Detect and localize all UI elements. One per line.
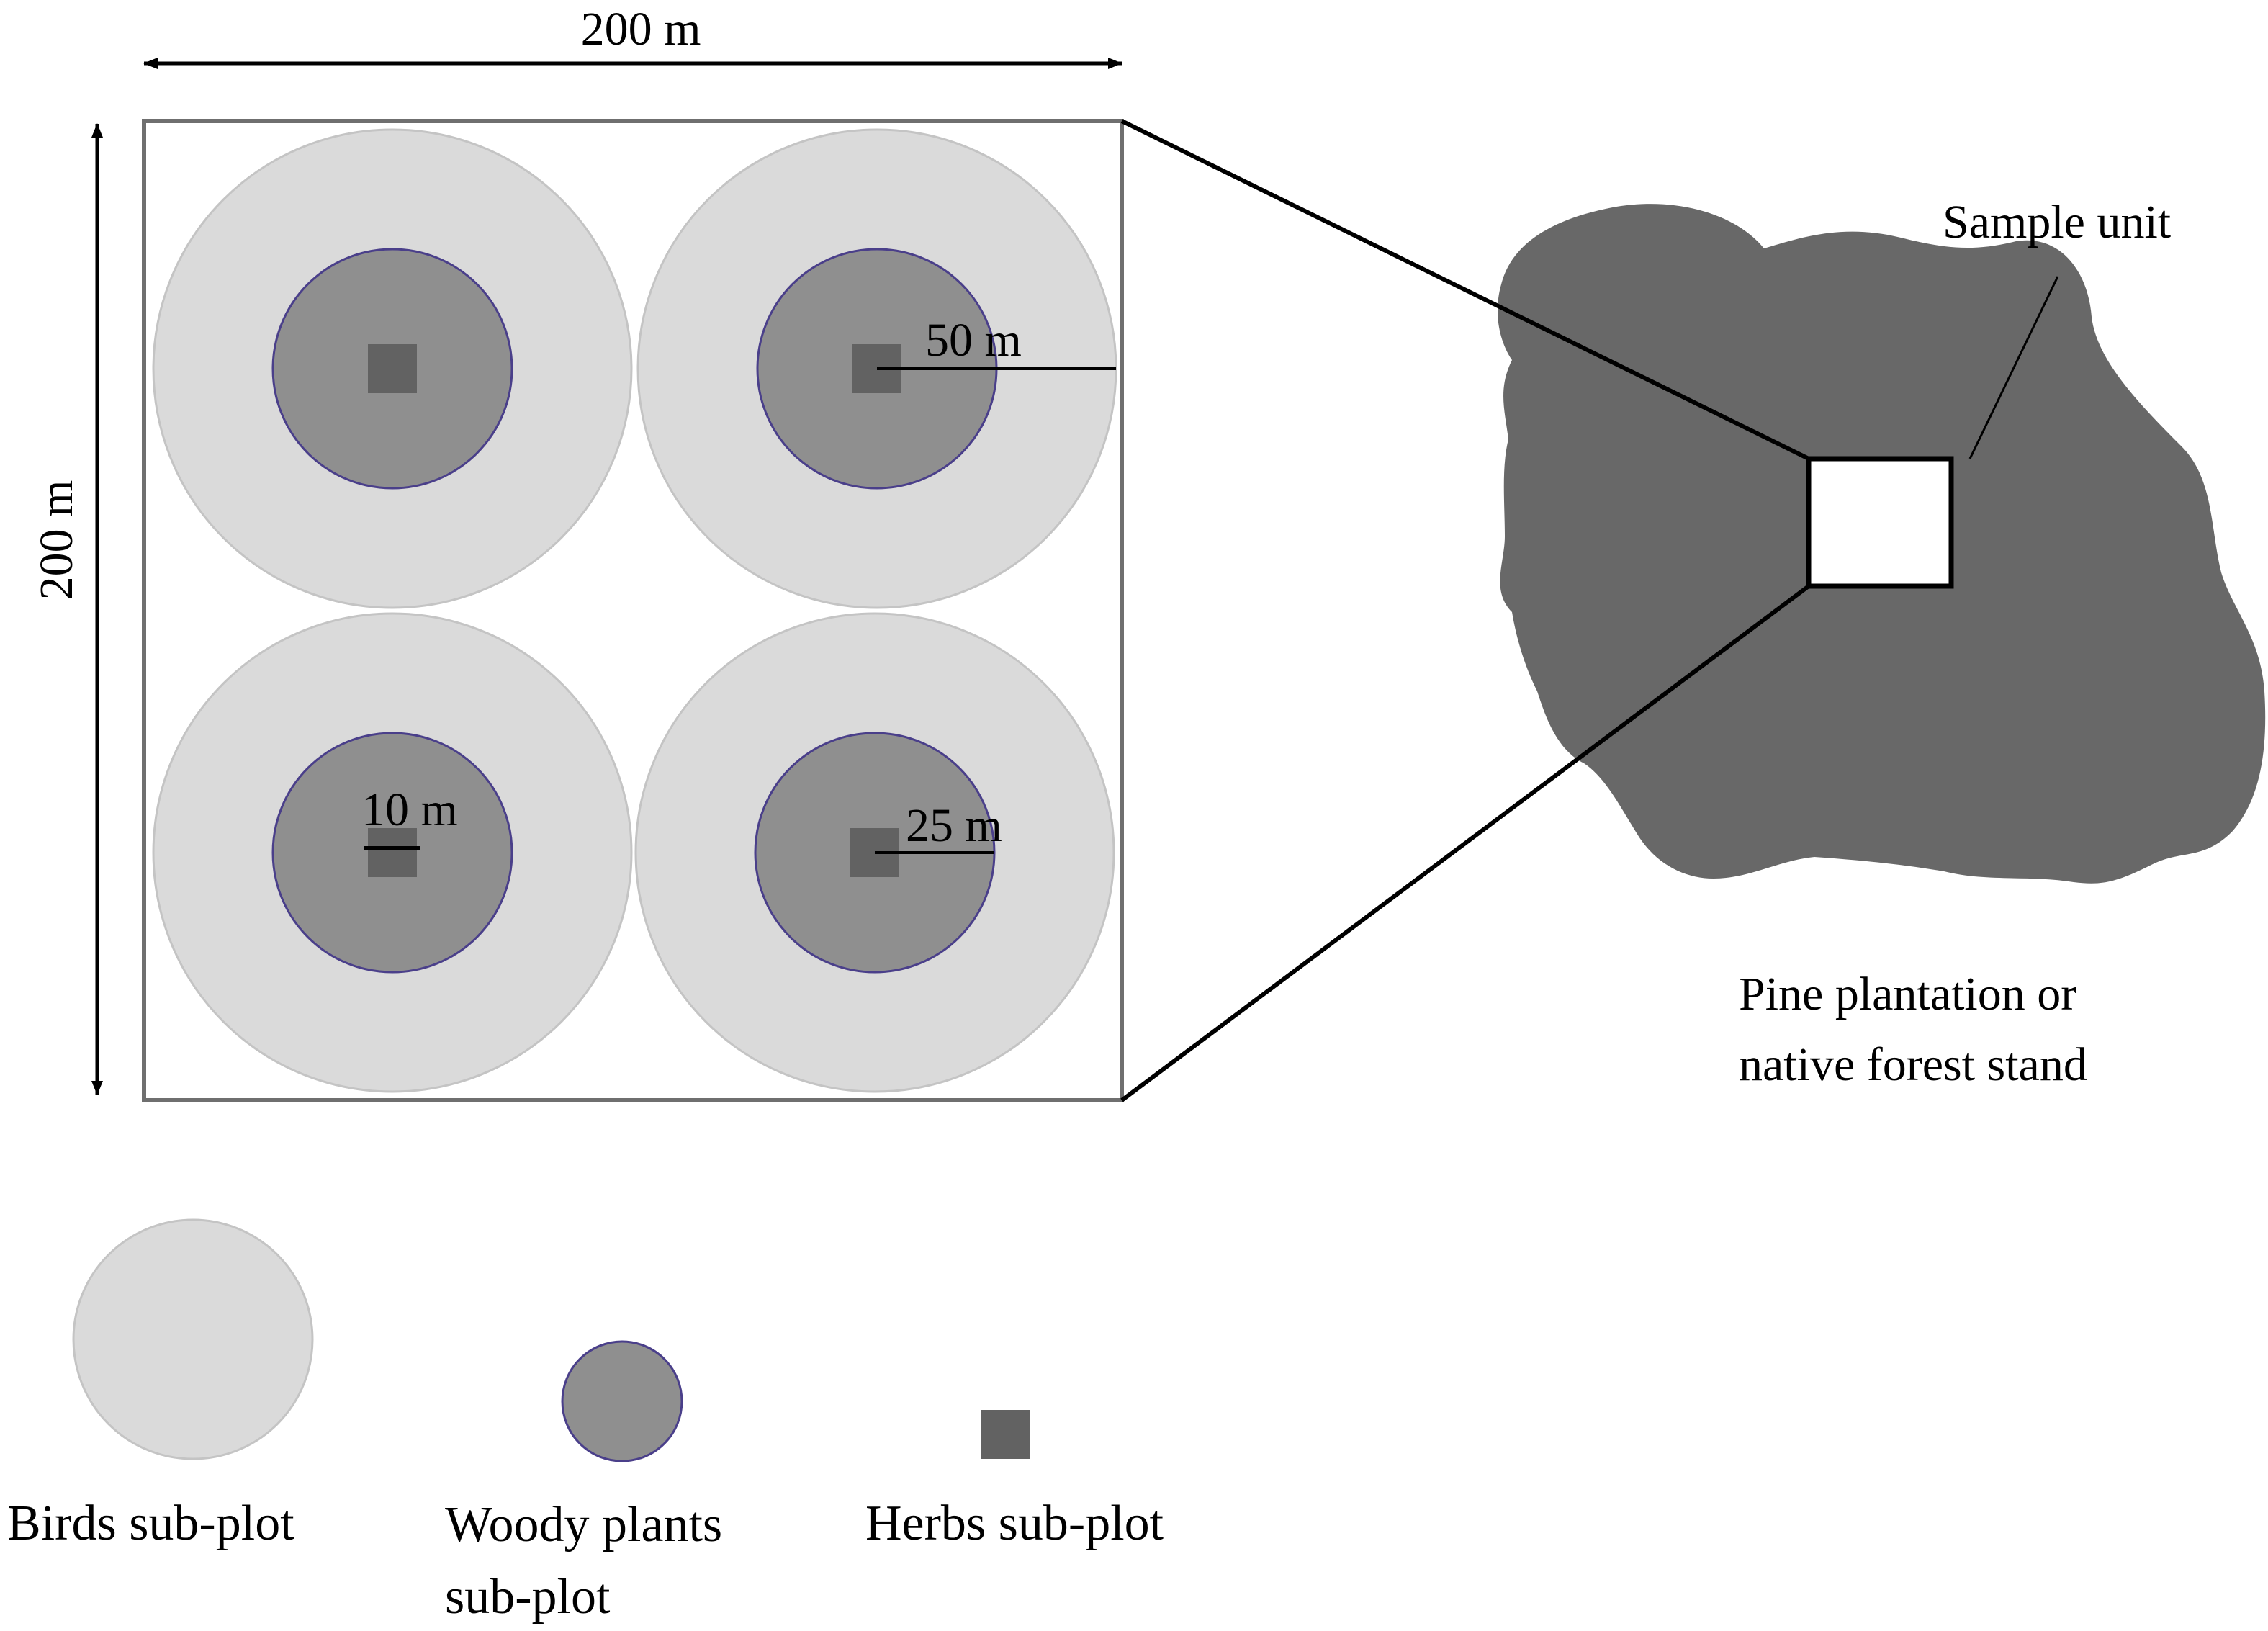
woody-radius-label: 25 m [906, 799, 1002, 852]
zoom-connectors [1120, 119, 1810, 1102]
connector-bottom [1120, 584, 1810, 1102]
herbs-subplot-square [368, 344, 417, 393]
width-dimension: 200 m [143, 3, 1122, 69]
sample-unit-box [1806, 456, 1954, 589]
height-label: 200 m [30, 480, 83, 601]
woody-legend-label-line2: sub-plot [445, 1569, 611, 1625]
station-top-left [152, 128, 633, 609]
legend-herbs: Herbs sub-plot [865, 1410, 1164, 1551]
height-dimension: 200 m [30, 123, 103, 1095]
sample-unit-label: Sample unit [1943, 196, 2171, 248]
herbs-radius-label: 10 m [361, 783, 458, 836]
connector-top [1120, 119, 1810, 461]
station-bottom-left: 10 m [152, 612, 633, 1093]
forest-stand: Sample unit Pine plantation or native fo… [1498, 196, 2266, 1091]
birds-legend-swatch [72, 1218, 314, 1460]
legend-birds: Birds sub-plot [7, 1218, 314, 1551]
station-top-right: 50 m [636, 128, 1117, 609]
herbs-legend-label: Herbs sub-plot [865, 1496, 1164, 1551]
sample-unit-pointer [1968, 276, 2059, 459]
birds-legend-label: Birds sub-plot [7, 1496, 294, 1551]
stand-caption-line1: Pine plantation or [1739, 968, 2076, 1020]
herbs-subplot-square [368, 828, 417, 877]
legend-woody: Woody plants sub-plot [445, 1340, 722, 1625]
station-bottom-right: 25 m [634, 612, 1115, 1093]
herbs-legend-swatch [981, 1410, 1030, 1459]
width-label: 200 m [581, 3, 701, 55]
woody-legend-swatch [561, 1340, 683, 1462]
sample-plot: 50 m 10 m 25 m [142, 119, 1124, 1102]
birds-radius-label: 50 m [925, 314, 1022, 367]
legend: Birds sub-plot Woody plants sub-plot Her… [7, 1218, 1164, 1625]
stand-caption-line2: native forest stand [1739, 1038, 2087, 1091]
woody-legend-label-line1: Woody plants [445, 1497, 722, 1553]
